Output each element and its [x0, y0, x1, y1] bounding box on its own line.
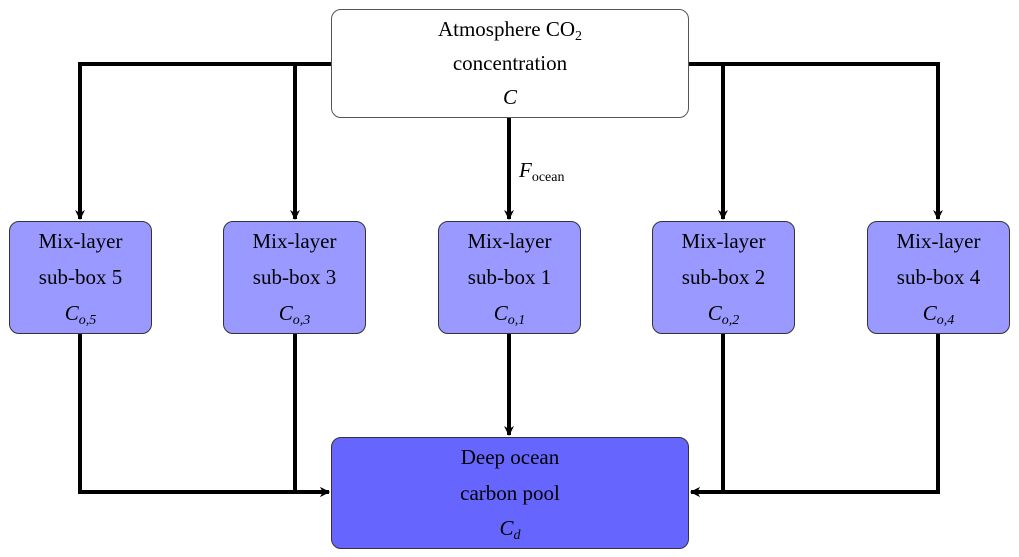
flux-label: Focean	[519, 158, 565, 185]
deep-ocean-symbol: Cd	[499, 514, 521, 543]
symbol-main: C	[707, 301, 722, 325]
mix-box-symbol: Co,1	[493, 299, 526, 328]
atmosphere-title-text: Atmosphere CO	[437, 17, 576, 41]
flux-subscript: ocean	[531, 170, 565, 185]
edge-subbox3-to-deep	[293, 334, 330, 497]
atmosphere-node: Atmosphere CO2 concentration C	[331, 9, 689, 118]
mix-box-label: Mix-layer	[38, 229, 123, 253]
mix-box-symbol: Co,5	[64, 299, 97, 328]
mix-box-4: Mix-layer sub-box 4 Co,4	[867, 221, 1010, 334]
symbol-main: C	[499, 516, 514, 540]
atmosphere-title: Atmosphere CO2	[437, 15, 583, 44]
mix-box-5: Mix-layer sub-box 5 Co,5	[9, 221, 152, 334]
mix-box-symbol: Co,2	[707, 299, 740, 328]
mix-box-symbol: Co,4	[922, 299, 955, 328]
mix-box-symbol: Co,3	[278, 299, 311, 328]
mix-box-label: Mix-layer	[681, 229, 766, 253]
symbol-subscript: o,5	[78, 313, 97, 328]
symbol-subscript: d	[513, 528, 521, 543]
mix-box-id: sub-box 5	[38, 265, 123, 289]
edge-atm-to-subbox2	[689, 62, 728, 220]
mix-box-2: Mix-layer sub-box 2 Co,2	[652, 221, 795, 334]
edge-subbox4-to-deep	[690, 334, 940, 497]
symbol-subscript: o,1	[507, 313, 526, 328]
mix-box-label: Mix-layer	[467, 229, 552, 253]
mix-box-id: sub-box 2	[681, 265, 766, 289]
deep-ocean-subtitle: carbon pool	[460, 480, 560, 505]
atmosphere-symbol: C	[502, 85, 517, 109]
edge-atm-to-subbox3	[290, 62, 331, 220]
edge-atm-to-subbox5	[75, 62, 331, 220]
mix-box-id: sub-box 1	[467, 265, 552, 289]
deep-ocean-title: Deep ocean	[460, 445, 560, 469]
deep-ocean-node: Deep ocean carbon pool Cd	[331, 437, 689, 549]
edge-subbox2-to-deep	[690, 334, 725, 497]
edge-subbox5-to-deep	[78, 334, 330, 497]
mix-box-id: sub-box 4	[896, 265, 981, 289]
mix-box-id: sub-box 3	[252, 265, 337, 289]
symbol-main: C	[278, 301, 293, 325]
mix-box-label: Mix-layer	[896, 229, 981, 253]
symbol-main: C	[64, 301, 79, 325]
mix-box-3: Mix-layer sub-box 3 Co,3	[223, 221, 366, 334]
symbol-subscript: o,4	[936, 313, 955, 328]
symbol-main: C	[922, 301, 937, 325]
mix-box-label: Mix-layer	[252, 229, 337, 253]
edge-atm-to-subbox4	[689, 62, 943, 220]
co2-subscript: 2	[575, 29, 583, 44]
symbol-main: C	[493, 301, 508, 325]
atmosphere-subtitle: concentration	[452, 51, 568, 75]
symbol-subscript: o,3	[292, 313, 311, 328]
mix-box-1: Mix-layer sub-box 1 Co,1	[438, 221, 581, 334]
flux-symbol: F	[519, 158, 532, 182]
symbol-subscript: o,2	[721, 313, 740, 328]
